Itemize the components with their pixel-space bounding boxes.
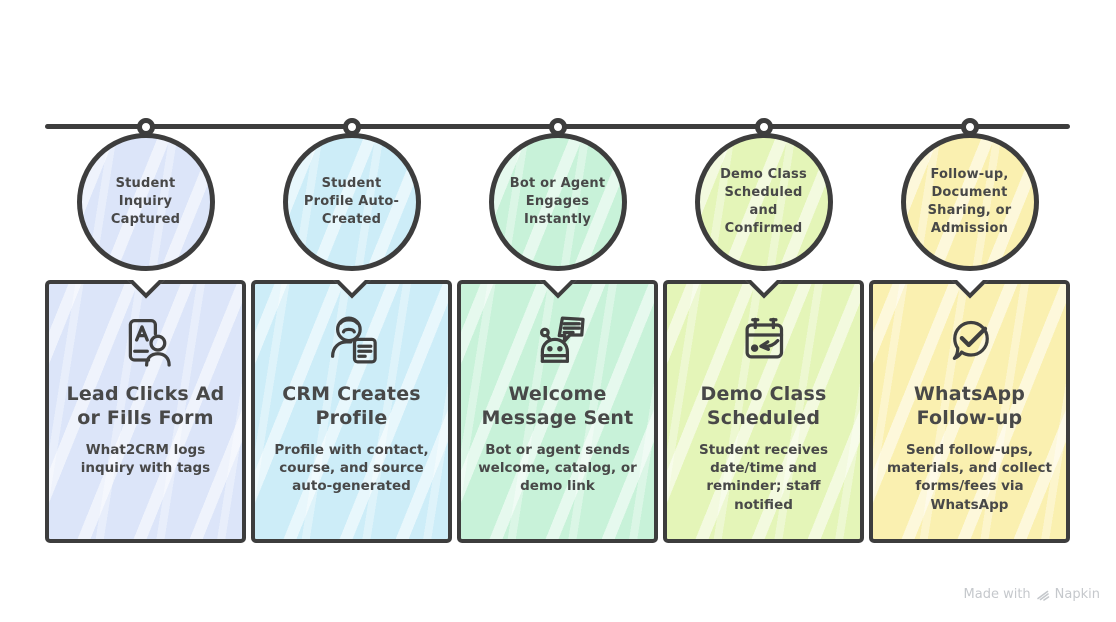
- stage-circle-2: Student Profile Auto-Created: [282, 133, 421, 271]
- timeline-node: [548, 118, 567, 136]
- card-notch: [538, 280, 578, 300]
- stage-circle-label: Student Inquiry Captured: [110, 176, 181, 227]
- stage-circle-label: Student Profile Auto-Created: [303, 176, 400, 227]
- timeline-node: [342, 118, 361, 136]
- timeline-node: [754, 118, 773, 136]
- timeline-node: [136, 118, 155, 136]
- card-title: Demo Class Scheduled: [700, 383, 827, 430]
- stage-circle-5: Follow-up, Document Sharing, or Admissio…: [900, 133, 1039, 271]
- timeline-node: [960, 118, 979, 136]
- stage-circle-label: Demo Class Scheduled and Confirmed: [720, 167, 807, 236]
- bot-chat-icon: [528, 310, 588, 370]
- card-notch: [950, 280, 990, 300]
- stage-column-4: Demo Class Scheduled and Confirmed Dem: [663, 118, 864, 543]
- stage-circle-3: Bot or Agent Engages Instantly: [488, 133, 627, 271]
- napkin-logo-icon: [1036, 588, 1050, 602]
- stage-columns: Student Inquiry Captured Lead Clicks Ad …: [45, 118, 1070, 543]
- card-notch: [126, 280, 166, 300]
- stage-column-3: Bot or Agent Engages Instantly: [457, 118, 658, 543]
- card-title: Welcome Message Sent: [481, 383, 634, 430]
- contact-card-icon: [116, 310, 176, 370]
- stage-card-3: Welcome Message Sent Bot or agent sends …: [457, 280, 658, 543]
- card-description: Student receives date/time and reminder;…: [699, 441, 828, 513]
- calendar-reminder-icon: [734, 310, 794, 370]
- card-description: What2CRM logs inquiry with tags: [80, 441, 211, 476]
- card-title: WhatsApp Follow-up: [913, 383, 1026, 430]
- watermark-prefix: Made with: [963, 587, 1031, 602]
- stage-column-5: Follow-up, Document Sharing, or Admissio…: [869, 118, 1070, 543]
- agent-profile-icon: [322, 310, 382, 370]
- watermark-brand: Napkin: [1054, 587, 1100, 602]
- made-with-napkin-credit: Made with Napkin: [964, 587, 1100, 602]
- stage-circle-label: Bot or Agent Engages Instantly: [509, 176, 606, 227]
- card-notch: [332, 280, 372, 300]
- stage-circle-label: Follow-up, Document Sharing, or Admissio…: [927, 167, 1012, 236]
- card-title: Lead Clicks Ad or Fills Form: [66, 383, 225, 430]
- stage-card-2: CRM Creates Profile Profile with contact…: [251, 280, 452, 543]
- stage-card-1: Lead Clicks Ad or Fills Form What2CRM lo…: [45, 280, 246, 543]
- chat-check-icon: [940, 310, 1000, 370]
- card-notch: [744, 280, 784, 300]
- card-description: Bot or agent sends welcome, catalog, or …: [478, 441, 637, 495]
- card-description: Profile with contact, course, and source…: [274, 441, 429, 495]
- stage-column-1: Student Inquiry Captured Lead Clicks Ad …: [45, 118, 246, 543]
- stage-circle-4: Demo Class Scheduled and Confirmed: [694, 133, 833, 271]
- stage-circle-1: Student Inquiry Captured: [76, 133, 215, 271]
- stage-card-4: Demo Class Scheduled Student receives da…: [663, 280, 864, 543]
- stage-column-2: Student Profile Auto-Created CRM Creates…: [251, 118, 452, 543]
- card-description: Send follow-ups, materials, and collect …: [887, 441, 1052, 513]
- card-title: CRM Creates Profile: [282, 383, 421, 430]
- stage-card-5: WhatsApp Follow-up Send follow-ups, mate…: [869, 280, 1070, 543]
